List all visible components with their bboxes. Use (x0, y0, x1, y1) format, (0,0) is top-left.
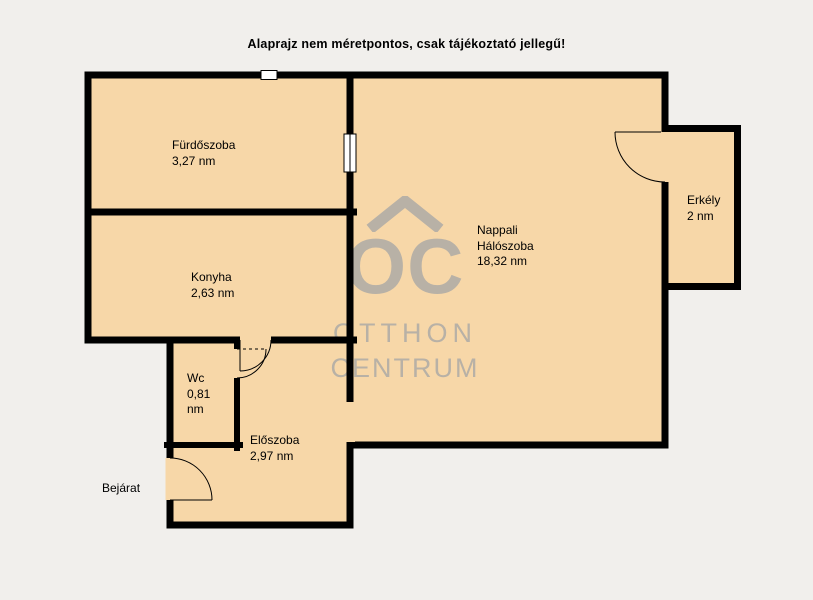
wc-door-arc (236, 348, 267, 379)
room-label-nappali-haloszoba: Nappali Hálószoba 18,32 nm (477, 223, 534, 270)
watermark-centrum-text: CENTRUM (330, 353, 480, 383)
bejarat-door-arc (169, 457, 213, 501)
room-area: 0,81 nm (187, 386, 211, 417)
door-swing-arcs (169, 131, 666, 501)
room-label-konyha: Konyha 2,63 nm (191, 270, 234, 301)
eloszoba-nappali-door-opening (345, 402, 355, 442)
room-name: Fürdőszoba (172, 138, 236, 152)
room-name: Nappali (477, 223, 518, 237)
room-name: Hálószoba (477, 238, 534, 253)
top-wall-vent-window (260, 70, 278, 80)
erkely-door-opening (660, 132, 670, 182)
room-area: 2,97 nm (250, 448, 294, 463)
room-area: 18,32 nm (477, 254, 528, 268)
room-name: Előszoba (250, 433, 300, 447)
room-area: 2 nm (687, 208, 714, 223)
room-name: Konyha (191, 270, 232, 284)
room-label-wc: Wc 0,81 nm (187, 371, 223, 418)
room-label-furdoszoba: Fürdőszoba 3,27 nm (172, 138, 235, 169)
room-area: 2,63 nm (191, 285, 235, 300)
bejarat-door-opening (165, 458, 175, 500)
room-label-erkely: Erkély 2 nm (687, 193, 720, 224)
door-openings (165, 132, 670, 500)
wc-door-opening (233, 349, 241, 378)
bejarat-label: Bejárat (102, 481, 141, 495)
konyha-door-arc (239, 339, 272, 372)
balcony-floor-area (665, 125, 741, 290)
otthon-centrum-roof-icon (366, 196, 444, 232)
room-name: Erkély (687, 193, 721, 207)
room-label-eloszoba: Előszoba 2,97 nm (250, 433, 299, 464)
balcony-walls (661, 125, 741, 290)
apartment-floor-area (88, 75, 665, 525)
room-area: 3,27 nm (172, 153, 216, 168)
room-name: Wc (187, 371, 205, 385)
otthon-centrum-logo-text: OC (345, 222, 465, 310)
konyha-door-opening (240, 336, 271, 344)
windows (260, 70, 357, 173)
erkely-door-arc (614, 131, 666, 183)
disclaimer-title: Alaprajz nem méretpontos, csak tájékozta… (247, 37, 566, 51)
